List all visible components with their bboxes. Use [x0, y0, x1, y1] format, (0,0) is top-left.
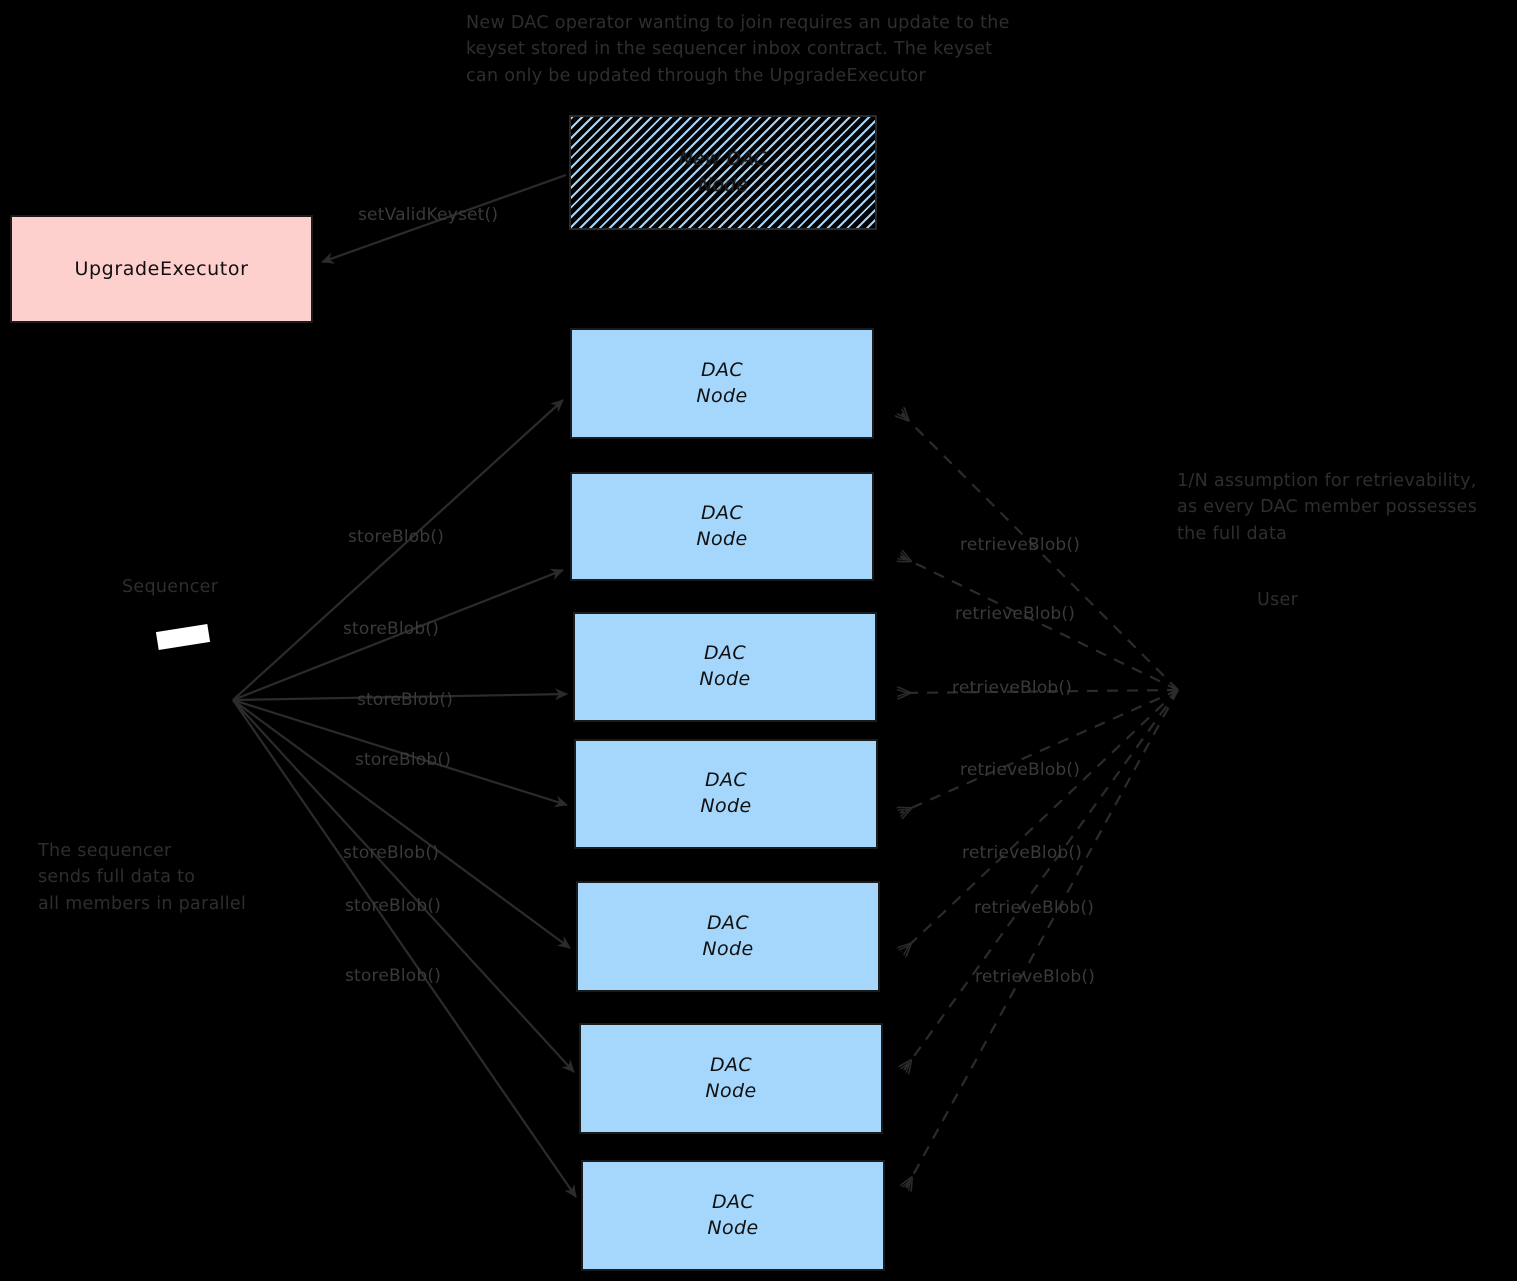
upgrade-executor-label: UpgradeExecutor — [74, 258, 249, 280]
dac-node-box-3[interactable]: DAC Node — [573, 612, 877, 722]
edge-label-retrieve-blob-6: retrieveBlob() — [974, 898, 1095, 918]
dac-node-6-line1: DAC — [709, 1053, 753, 1076]
edge-label-store-blob-7: storeBlob() — [345, 966, 442, 986]
dac-node-box-4[interactable]: DAC Node — [574, 739, 878, 849]
edge-retrieve-blob-group — [898, 412, 1179, 1188]
edge-label-retrieve-blob-1: retrieveBlob() — [960, 535, 1081, 555]
edge-store-blob-5 — [232, 699, 571, 949]
edge-label-store-blob-2: storeBlob() — [343, 619, 440, 639]
new-dac-node-box[interactable]: New DAC Node — [569, 115, 877, 230]
edge-label-store-blob-6: storeBlob() — [345, 896, 442, 916]
user-label: User — [1257, 590, 1299, 610]
dac-node-box-2[interactable]: DAC Node — [570, 472, 874, 581]
dac-node-box-6[interactable]: DAC Node — [579, 1023, 883, 1134]
edge-label-retrieve-blob-2: retrieveBlob() — [955, 604, 1076, 624]
new-dac-node-line1: New DAC — [678, 147, 768, 170]
edge-label-retrieve-blob-7: retrieveBlob() — [975, 967, 1096, 987]
dac-node-5-line1: DAC — [706, 911, 750, 934]
sequencer-label: Sequencer — [122, 577, 219, 597]
edge-store-blob-1 — [232, 399, 564, 701]
edge-retrieve-blob-1 — [900, 412, 1179, 691]
dac-node-box-1[interactable]: DAC Node — [570, 328, 874, 439]
edge-label-retrieve-blob-5: retrieveBlob() — [962, 843, 1083, 863]
dac-node-2-line1: DAC — [700, 501, 744, 524]
dac-node-box-7[interactable]: DAC Node — [581, 1160, 885, 1271]
note-right-retrievability: 1/N assumption for retrievability, as ev… — [1177, 471, 1478, 544]
edge-retrieve-blob-3 — [898, 690, 1179, 693]
dac-node-5-line2: Node — [702, 937, 754, 960]
dac-node-2-line2: Node — [696, 527, 748, 550]
edge-label-store-blob-4: storeBlob() — [355, 750, 452, 770]
edge-store-blob-3 — [232, 688, 568, 702]
note-bottom-left-parallel: The sequencer sends full data to all mem… — [38, 841, 247, 914]
edge-store-blob-2 — [232, 568, 564, 702]
dac-node-4-line1: DAC — [704, 769, 748, 792]
edge-label-store-blob-3: storeBlob() — [357, 690, 454, 710]
edge-store-blob-group — [232, 399, 577, 1198]
dac-node-1-line2: Node — [696, 384, 748, 407]
edge-store-blob-7 — [232, 699, 577, 1198]
dac-node-1-line1: DAC — [700, 358, 744, 381]
upgrade-executor-box[interactable]: UpgradeExecutor — [10, 215, 313, 323]
note-top: New DAC operator wanting to join require… — [466, 13, 1010, 86]
dac-node-7-line2: Node — [707, 1216, 759, 1239]
edge-retrieve-blob-5 — [902, 689, 1179, 952]
edge-label-store-blob-1: storeBlob() — [348, 527, 445, 547]
edge-label-set-valid-keyset: setValidKeyset() — [358, 205, 499, 225]
edge-label-retrieve-blob-4: retrieveBlob() — [960, 760, 1081, 780]
edge-label-retrieve-blob-3: retrieveBlob() — [952, 678, 1073, 698]
edge-retrieve-blob-4 — [900, 688, 1179, 813]
edge-set-valid-keyset — [321, 173, 567, 264]
dac-node-3-line1: DAC — [703, 642, 747, 665]
dac-node-3-line2: Node — [699, 668, 751, 690]
edge-retrieve-blob-7 — [906, 689, 1179, 1188]
edge-store-blob-4 — [232, 698, 568, 808]
dac-node-6-line2: Node — [705, 1079, 757, 1102]
dac-node-7-line1: DAC — [711, 1190, 755, 1213]
new-dac-node-line2: Node — [698, 173, 748, 196]
edge-retrieve-blob-6 — [904, 689, 1179, 1070]
edge-store-blob-6 — [232, 699, 575, 1073]
dac-node-box-5[interactable]: DAC Node — [576, 881, 880, 992]
dac-node-4-line2: Node — [700, 795, 752, 817]
edge-label-store-blob-5: storeBlob() — [343, 843, 440, 863]
